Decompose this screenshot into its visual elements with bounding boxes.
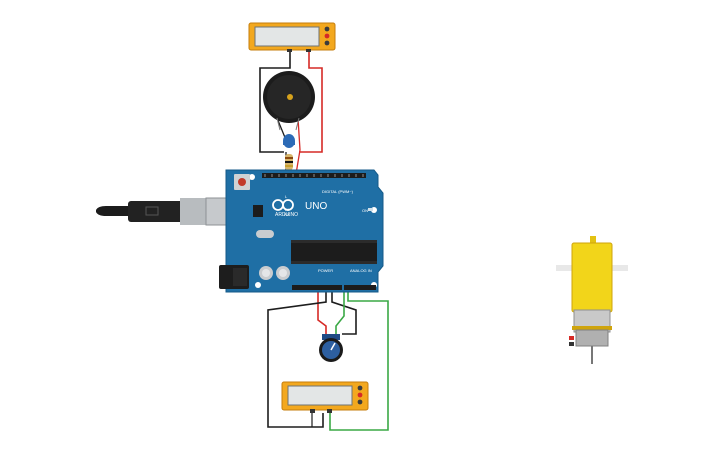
multimeter-top-display <box>254 26 320 47</box>
crystal <box>256 230 274 238</box>
wire-black-pot[interactable] <box>331 287 357 335</box>
multimeter-bottom[interactable] <box>281 381 369 413</box>
usb-cable[interactable] <box>96 197 235 226</box>
arduino-logo-icon <box>272 199 294 211</box>
terminal-icon <box>324 40 330 46</box>
terminal-icon <box>324 26 330 32</box>
tx-label: TX <box>284 207 289 212</box>
rx-label: RX <box>284 212 290 217</box>
wire-green-a0[interactable] <box>335 287 345 336</box>
brand-label: ARDUINO <box>275 212 298 218</box>
model-label: UNO <box>305 201 327 212</box>
wire-red-buzzer[interactable] <box>295 117 301 175</box>
knob-indicator-icon <box>330 342 336 351</box>
on-led <box>368 208 373 211</box>
buzzer-hole-icon <box>287 94 293 100</box>
wire-green-meter[interactable] <box>329 287 389 431</box>
wire-black-gnd[interactable] <box>267 287 327 428</box>
motor-terminal[interactable] <box>569 342 574 346</box>
potentiometer[interactable] <box>319 334 343 362</box>
resistor[interactable] <box>285 154 293 170</box>
motor-terminal[interactable] <box>569 336 574 340</box>
mount-hole-icon <box>255 282 261 288</box>
multimeter-top[interactable] <box>248 22 336 52</box>
usb-icon <box>145 206 159 216</box>
terminal-icon <box>357 392 363 398</box>
arduino-uno-board[interactable]: ARDUINO UNO TX RX L ON DIGITAL (PWM~) PO… <box>219 169 384 293</box>
piezo-buzzer[interactable] <box>263 71 315 131</box>
usb-chip <box>253 205 263 217</box>
dc-motor[interactable] <box>556 236 628 364</box>
terminal-icon <box>357 399 363 405</box>
terminal-icon <box>357 385 363 391</box>
power-label: POWER <box>318 268 333 273</box>
mount-hole-icon <box>249 174 255 180</box>
wire-black-top[interactable] <box>259 50 291 153</box>
analog-label: ANALOG IN <box>350 268 372 273</box>
wires <box>259 50 389 431</box>
wire-red-top[interactable] <box>299 50 323 153</box>
on-label: ON <box>362 208 368 213</box>
led[interactable] <box>283 134 295 148</box>
atmega-chip <box>291 243 377 261</box>
power-header[interactable] <box>292 285 342 290</box>
digital-label: DIGITAL (PWM~) <box>322 189 354 194</box>
l-label: L <box>285 194 288 199</box>
analog-header[interactable] <box>344 285 376 290</box>
multimeter-bottom-display <box>287 385 353 406</box>
wire-black-buzzer[interactable] <box>276 117 287 141</box>
wire-red-5v[interactable] <box>317 287 327 336</box>
terminal-icon <box>324 33 330 39</box>
